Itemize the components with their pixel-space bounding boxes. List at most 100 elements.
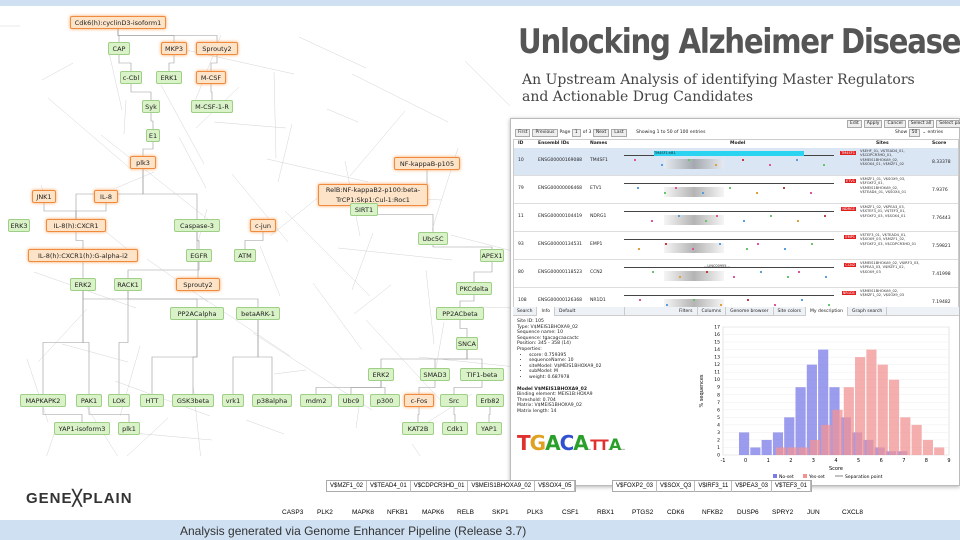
cancel-button[interactable]: Cancel [884,120,906,128]
motif[interactable]: V$CDPCR3HD_01 [411,481,469,492]
tab-search[interactable]: Search [513,307,538,316]
network-node[interactable]: SNCA [456,337,478,350]
network-node[interactable]: Syk [142,100,160,113]
network-node[interactable]: mdm2 [300,394,332,407]
network-node[interactable]: PP2ACbeta [436,307,484,320]
gene-tag: NR1D1 [841,291,856,295]
motif[interactable]: V$TEAD4_01 [367,481,411,492]
network-node[interactable]: c-jun [250,219,276,232]
col-names[interactable]: Names [590,141,608,146]
motif[interactable]: V$TEF3_01 [772,481,812,492]
network-node[interactable]: RelB:NF-kappaB2-p100:beta-TrCP1:Skp1:Cul… [318,184,428,206]
previous-page-button[interactable]: Previous [532,129,558,137]
col-id[interactable]: ID [518,141,524,146]
network-node[interactable]: IL-8(h):CXCR1 [46,219,106,232]
col-sites[interactable]: Sites [876,141,889,146]
network-node[interactable]: plk3 [130,156,156,169]
network-node[interactable]: Ubc9 [338,394,364,407]
histogram-bar [784,417,795,455]
network-node[interactable]: EGFR [186,249,212,262]
tab-info[interactable]: Info [537,307,555,316]
network-node[interactable]: Ubc5C [418,232,448,245]
network-node[interactable]: JNK1 [32,190,56,203]
motif[interactable]: V$FOXP2_03 [613,481,658,492]
network-node[interactable]: betaARK-1 [236,307,280,320]
network-node[interactable]: PAK1 [76,394,102,407]
next-page-button[interactable]: Next [592,129,610,137]
tab-graph-search[interactable]: Graph search [848,307,888,316]
network-node[interactable]: Sprouty2 [196,42,238,55]
network-node[interactable]: GSK3beta [172,394,214,407]
network-node[interactable]: HTT [140,394,164,407]
site-mark [693,299,695,301]
select-all-button[interactable]: Select all [907,120,935,128]
network-node[interactable]: M-CSF [196,71,226,84]
first-page-button[interactable]: First [515,129,531,137]
network-node[interactable]: YAP1-isoform3 [54,422,110,435]
network-node[interactable]: ERK1 [156,71,182,84]
network-node[interactable]: c-Cbl [120,71,142,84]
network-node[interactable]: p38alpha [252,394,292,407]
network-node[interactable]: Caspase-3 [174,219,220,232]
network-node[interactable]: ERK2 [368,368,394,381]
network-node[interactable]: ERK3 [8,219,30,232]
site-mark [702,192,704,194]
apply-button[interactable]: Apply [863,120,883,128]
network-node[interactable]: Erb82 [476,394,504,407]
network-node[interactable]: IL-8 [94,190,118,203]
select-page-button[interactable]: Select page [936,120,960,128]
network-node[interactable]: p300 [370,394,400,407]
tab-filters[interactable]: Filters [675,307,698,316]
network-node[interactable]: ERK2 [70,278,96,291]
network-node[interactable]: PP2ACalpha [170,307,224,320]
network-node[interactable]: TIF1-beta [460,368,504,381]
motif[interactable]: V$IRF3_11 [695,481,733,492]
network-node[interactable]: plk1 [118,422,140,435]
network-node[interactable]: vrk1 [222,394,244,407]
network-node[interactable]: PKCdelta [456,282,492,295]
network-node[interactable]: SIRT1 [350,203,378,216]
network-node[interactable]: CAP [108,42,130,55]
network-node[interactable]: E1 [146,129,160,142]
motif[interactable]: V$SOX_Q3 [657,481,696,492]
network-node[interactable]: RACK1 [114,278,142,291]
col-score[interactable]: Score [932,141,947,146]
network-node[interactable]: Sprouty2 [176,278,220,291]
network-node[interactable]: Cdk1 [442,422,468,435]
histogram-bar [877,364,888,455]
network-node[interactable]: LOK [108,394,130,407]
last-page-button[interactable]: Last [611,129,627,137]
page-size-select[interactable]: 50 [908,129,921,137]
tab-site-colors[interactable]: Site colors [774,307,807,316]
network-node[interactable]: MKP3 [161,42,187,55]
network-node[interactable]: M-CSF-1-R [191,100,233,113]
motif[interactable]: V$MZF1_02 [327,481,368,492]
page-input[interactable]: 1 [571,129,581,137]
network-node[interactable]: KAT2B [402,422,434,435]
network-node[interactable]: NF-kappaB-p105 [394,157,460,170]
motif[interactable]: V$MEIS1BHOXA9_02 [468,481,536,492]
tab-columns[interactable]: Columns [698,307,727,316]
network-node[interactable]: YAP1 [476,422,502,435]
motif[interactable]: V$PEA3_03 [732,481,772,492]
tab-my-description[interactable]: My description [806,307,849,316]
motif[interactable]: V$SOX4_05 [535,481,576,492]
network-node[interactable]: SMAD3 [420,368,450,381]
network-node[interactable]: MAPKAPK2 [20,394,66,407]
network-node[interactable]: Src [440,394,468,407]
edit-button[interactable]: Edit [847,120,862,128]
view-select[interactable]: Default [555,307,625,316]
col-model[interactable]: Model [730,141,746,146]
network-node[interactable]: c-Fos [404,394,434,407]
col-ensembl[interactable]: Ensembl IDs [538,141,570,146]
network-node[interactable]: Cdk6(h):cyclinD3-isoform1 [70,16,166,29]
network-node[interactable]: IL-8(h):CXCR1(h):G-alpha-i2 [28,249,138,262]
network-node[interactable]: APEX1 [480,249,504,262]
tab-genome-browser[interactable]: Genome browser [726,307,774,316]
network-node[interactable]: ATM [234,249,256,262]
